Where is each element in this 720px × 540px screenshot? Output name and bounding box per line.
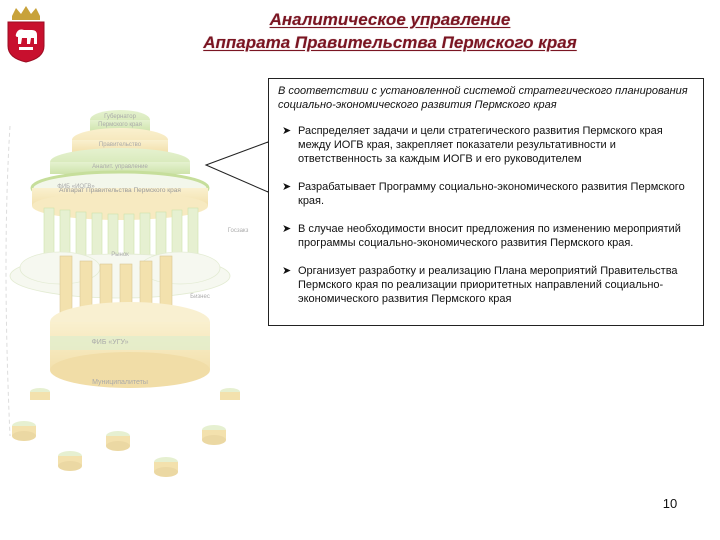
arrow-bullet-icon: ➤ [282, 265, 292, 277]
label-governor-2: Пермского края [98, 122, 142, 128]
arrow-bullet-icon: ➤ [282, 181, 292, 193]
guide-arc-left [5, 125, 11, 437]
label-iogv: ФИБ «ИОГВ» [57, 184, 95, 190]
bullet-text: Распределяет задачи и цели стратегическо… [298, 125, 663, 165]
title-line-1: Аналитическое управление [269, 10, 511, 29]
arrow-bullet-icon: ➤ [282, 125, 292, 137]
governance-diagram: Губернатор Пермского края Правительство … [5, 110, 249, 477]
label-business: Бизнес [190, 294, 210, 300]
bullet-text: Разрабатывает Программу социально-эконом… [298, 181, 685, 207]
perm-krai-emblem [7, 6, 45, 63]
page-number: 10 [662, 496, 678, 511]
page-title: Аналитическое управление Аппарата Правит… [150, 8, 630, 54]
label-municipalities: Муниципалитеты [92, 379, 148, 386]
municipality-cakes [12, 388, 240, 477]
bullet-item: ➤ В случае необходимости вносит предложе… [278, 222, 694, 250]
bullet-text: В случае необходимости вносит предложени… [298, 223, 681, 249]
label-gos: Госзакз [228, 228, 249, 234]
callout-box: В соответствии с установленной системой … [268, 78, 704, 326]
bullet-item: ➤ Организует разработку и реализацию Пла… [278, 264, 694, 306]
arrow-bullet-icon: ➤ [282, 223, 292, 235]
bullet-text: Организует разработку и реализацию Плана… [298, 265, 678, 305]
callout-intro: В соответствии с установленной системой … [278, 85, 688, 111]
bullet-item: ➤ Разрабатывает Программу социально-экон… [278, 180, 694, 208]
label-apparatus: Аппарат Правительства Пермского края [59, 187, 181, 194]
label-market: Рынок [111, 252, 129, 258]
label-governor: Губернатор [104, 114, 136, 120]
title-line-2: Аппарата Правительства Пермского края [203, 33, 577, 52]
label-ugu: ФИБ «УГУ» [91, 339, 128, 346]
label-analytics: Аналит. управление [92, 164, 148, 170]
label-government: Правительство [99, 142, 142, 148]
bullet-item: ➤ Распределяет задачи и цели стратегичес… [278, 124, 694, 166]
